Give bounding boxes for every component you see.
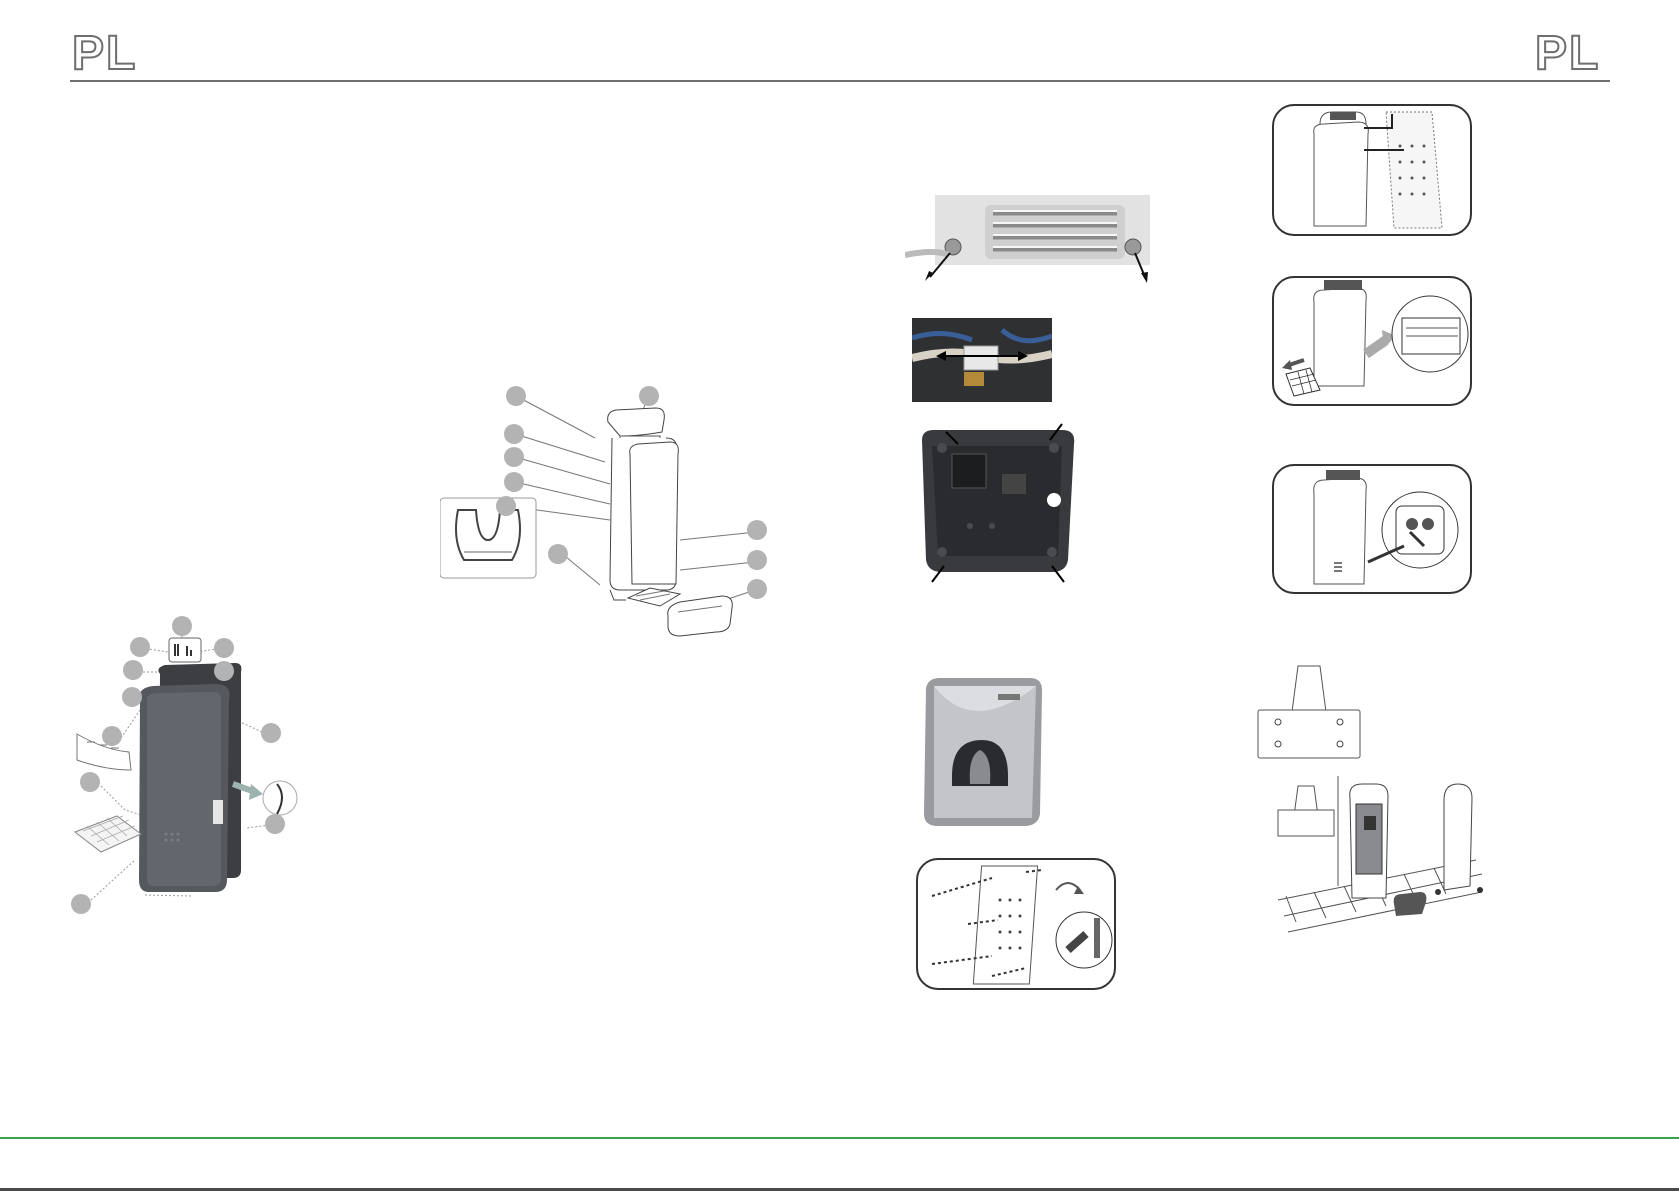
footer-bottom-rule xyxy=(0,1188,1679,1191)
housing-back-photo xyxy=(912,420,1082,590)
page-language-label-right: PL xyxy=(1535,30,1600,78)
step-mount-plate-panel xyxy=(1272,104,1472,236)
step-plug-in-panel xyxy=(1272,464,1472,594)
hand-dryer-line-drawing xyxy=(440,380,780,650)
chrome-hand-dryer-photo xyxy=(912,676,1052,828)
connector-photo-figure xyxy=(912,318,1052,402)
vent-grille-photo xyxy=(905,195,1150,285)
wire-connector-photo xyxy=(912,318,1052,402)
exploded-view-figure xyxy=(440,380,780,650)
install-scene-drawing xyxy=(1276,776,1486,936)
chrome-dryer-photo-figure xyxy=(912,676,1052,828)
filter-removal-panel xyxy=(1274,278,1470,404)
power-plug-panel xyxy=(1274,466,1470,592)
mount-plate-panel xyxy=(1274,106,1470,234)
page-language-label-left: PL xyxy=(72,30,137,78)
hand-dryer-dark-illustration xyxy=(65,610,335,920)
header-rule xyxy=(70,80,1610,82)
footer-accent-rule xyxy=(0,1137,1679,1139)
dryer-front-view-figure xyxy=(65,610,335,920)
step-remove-filter-panel xyxy=(1272,276,1472,406)
vent-photo-figure xyxy=(905,195,1150,285)
install-scene-figure xyxy=(1276,776,1486,936)
wall-bracket-drawing xyxy=(1256,664,1362,760)
wall-mount-panel xyxy=(916,858,1116,990)
housing-back-photo-figure xyxy=(912,420,1082,590)
wall-drill-panel xyxy=(918,860,1114,988)
wall-bracket-figure xyxy=(1256,664,1362,760)
